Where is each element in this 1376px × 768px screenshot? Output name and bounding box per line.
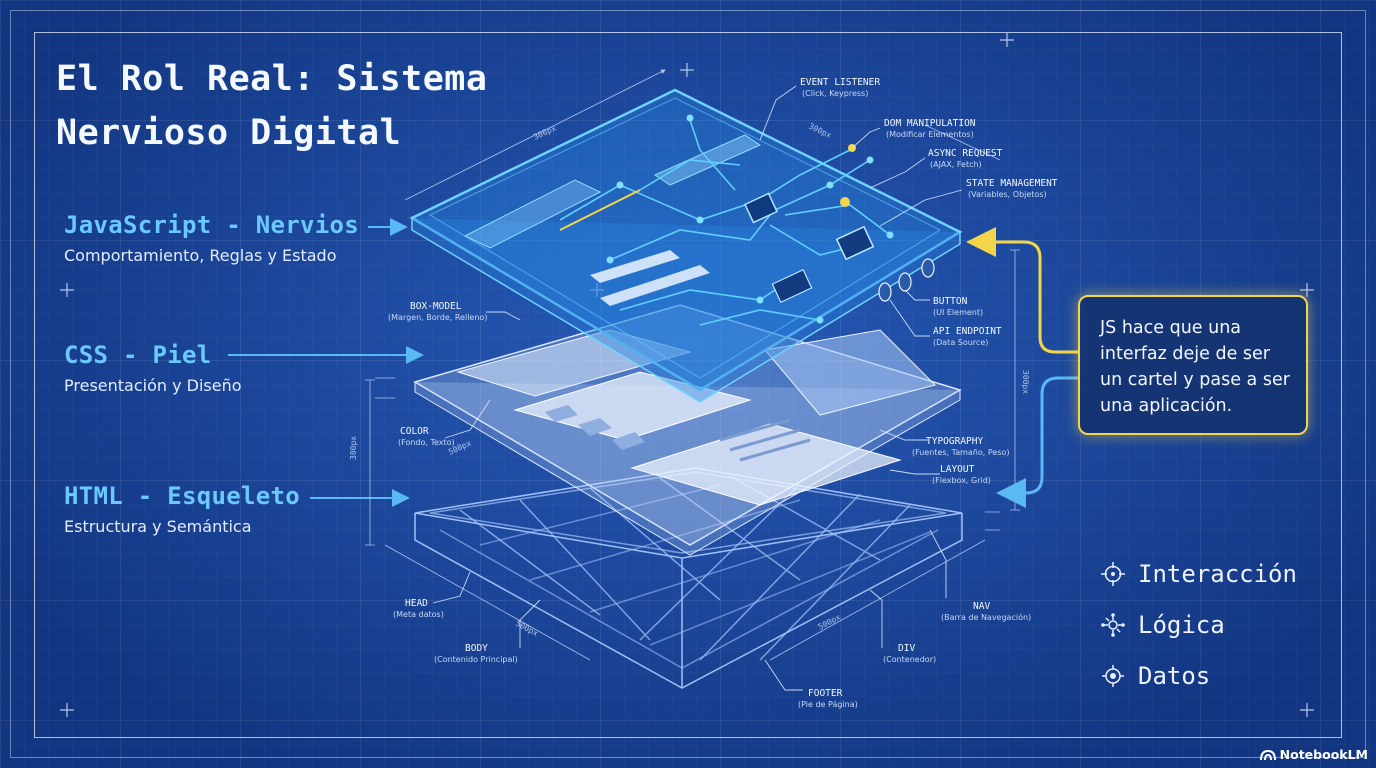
label-async-request-title: ASYNC REQUEST [928, 148, 1003, 159]
layer-desc-css: Presentación y Diseño [64, 376, 242, 395]
label-nav-sub: (Barra de Navegación) [941, 612, 1031, 622]
callout-arrow-blue [996, 376, 1078, 508]
layer-pointer-arrows [228, 218, 424, 507]
css-skin-layer [413, 304, 962, 556]
brand-watermark: NotebookLM [1259, 747, 1368, 762]
crosshair-icon [1101, 561, 1125, 586]
label-head-sub: (Meta datos) [393, 610, 444, 619]
layer-desc-javascript: Comportamiento, Reglas y Estado [64, 246, 337, 265]
callout-box: JS hace que una interfaz deje de ser un … [1078, 295, 1308, 435]
annotation-leader-lines [432, 85, 963, 691]
label-layout-sub: (Flexbox, Grid) [932, 476, 991, 485]
layer-label-css: CSS - Piel Presentación y Diseño [64, 340, 424, 395]
svg-text:500px: 500px [514, 619, 540, 638]
layer-label-javascript: JavaScript - Nervios Comportamiento, Reg… [64, 210, 424, 265]
legend-item-interaccion: Interacción [1100, 548, 1297, 599]
layer-desc-html: Estructura y Semántica [64, 517, 252, 536]
label-footer-title: FOOTER [808, 688, 843, 699]
label-body-sub: (Contenido Principal) [434, 655, 518, 664]
brand-label: NotebookLM [1279, 747, 1368, 762]
label-state-management-sub: (Variables, Objetos) [968, 190, 1047, 199]
label-body-title: BODY [465, 643, 488, 654]
label-color-title: COLOR [400, 426, 429, 437]
blueprint-outer-frame [10, 10, 1366, 758]
svg-text:300px: 300px [1021, 370, 1030, 394]
layer-label-html: HTML - Esqueleto Estructura y Semántica [64, 481, 424, 536]
svg-text:300px: 300px [349, 436, 358, 460]
layer-name-html: HTML - Esqueleto [64, 482, 300, 510]
legend-item-logica: Lógica [1100, 599, 1297, 650]
annotation-labels: EVENT LISTENER (Click, Keypress) DOM MAN… [388, 77, 1058, 709]
legend-item-datos: Datos [1100, 650, 1297, 701]
label-color-sub: (Fondo, Texto) [398, 438, 455, 447]
blueprint-inner-frame [34, 32, 1342, 738]
page-title: El Rol Real: Sistema Nervioso Digital [56, 59, 488, 153]
legend-label-logica: Lógica [1138, 610, 1225, 639]
notebooklm-logo-icon [1259, 749, 1276, 760]
data-node-icon [1102, 664, 1124, 687]
label-api-endpoint-sub: (Data Source) [933, 338, 988, 347]
label-head-title: HEAD [405, 598, 428, 609]
corner-marks [60, 33, 1314, 717]
label-div-sub: (Contenedor) [883, 655, 936, 664]
label-dom-manipulation-sub: (Modificar Elementos) [886, 130, 974, 139]
label-state-management-title: STATE MANAGEMENT [966, 178, 1058, 189]
label-div-title: DIV [898, 643, 915, 654]
label-dom-manipulation-title: DOM MANIPULATION [884, 118, 976, 129]
label-typography-title: TYPOGRAPHY [926, 436, 983, 447]
label-api-endpoint-title: API ENDPOINT [933, 326, 1002, 337]
legend-label-interaccion: Interacción [1138, 559, 1297, 588]
layer-name-css: CSS - Piel [64, 341, 212, 369]
callout-arrow-yellow [966, 227, 1078, 354]
label-nav-title: NAV [973, 601, 990, 612]
label-layout-title: LAYOUT [940, 464, 975, 475]
label-event-listener-title: EVENT LISTENER [800, 77, 880, 88]
legend: Interacción Lógica Datos [1100, 548, 1297, 701]
svg-text:300px: 300px [532, 123, 558, 141]
label-event-listener-sub: (Click, Keypress) [802, 89, 868, 98]
label-box-model-sub: (Margen, Borde, Relleno) [388, 313, 487, 322]
label-typography-sub: (Fuentes, Tamaño, Peso) [912, 448, 1010, 457]
label-button-sub: (UI Element) [933, 308, 983, 317]
dimension-lines [365, 69, 1020, 661]
label-footer-sub: (Pie de Página) [798, 700, 858, 709]
legend-label-datos: Datos [1138, 661, 1211, 690]
svg-text:300px: 300px [807, 122, 833, 140]
label-box-model-title: BOX-MODEL [410, 301, 462, 312]
label-button-title: BUTTON [933, 296, 968, 307]
logic-node-icon [1101, 612, 1125, 637]
javascript-nerves-layer [409, 88, 963, 403]
label-async-request-sub: (AJAX, Fetch) [930, 160, 982, 169]
layer-name-javascript: JavaScript - Nervios [64, 211, 359, 239]
